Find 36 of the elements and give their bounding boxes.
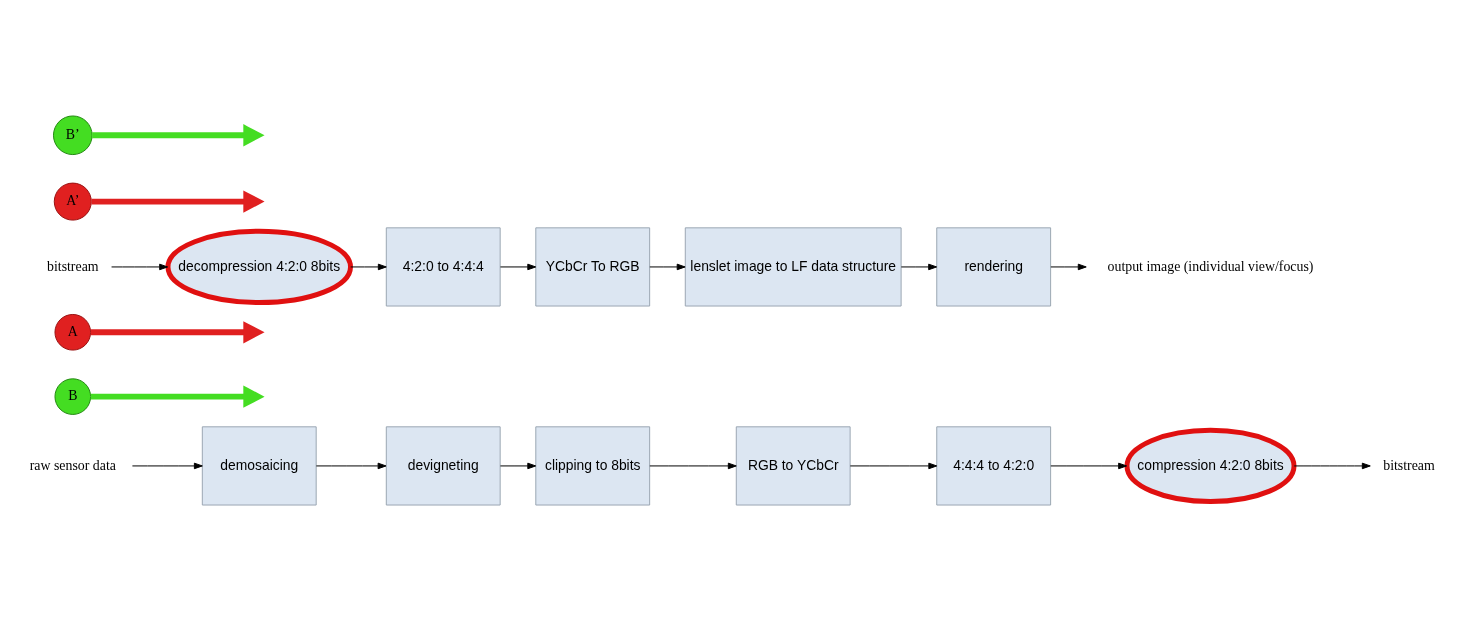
node-text: raw sensor data <box>29 457 116 473</box>
node-box: clipping to 8bits <box>535 426 651 506</box>
node-box: devigneting <box>385 426 501 506</box>
node-box: RGB to YCbCr <box>735 426 851 506</box>
arrow <box>499 263 537 271</box>
node-circle: B <box>54 378 92 415</box>
arrow <box>92 124 265 147</box>
node-circle: B’ <box>53 115 93 156</box>
node-box: demosaicing <box>201 426 317 506</box>
arrow <box>111 263 169 271</box>
node-text: output image (individual view/focus) <box>1107 258 1314 274</box>
node-text: bitstream <box>47 258 99 274</box>
node-box: 4:2:0 to 4:4:4 <box>385 227 501 307</box>
node-box: YCbCr To RGB <box>535 227 651 307</box>
node-ellipse: compression 4:2:0 8bits <box>1124 427 1297 505</box>
node-text: bitstream <box>1383 457 1435 473</box>
arrow <box>499 462 537 470</box>
node-circle: A <box>54 313 92 351</box>
arrow <box>315 462 387 470</box>
node-circle: A’ <box>53 182 92 221</box>
arrow <box>900 263 938 271</box>
arrow <box>90 385 265 408</box>
arrow <box>350 263 387 271</box>
node-box: rendering <box>936 227 1052 307</box>
arrow <box>649 263 686 271</box>
arrow <box>1293 462 1371 470</box>
node-box: lenslet image to LF data structure <box>684 227 902 307</box>
arrow <box>91 190 265 213</box>
arrow <box>849 462 938 470</box>
node-ellipse: decompression 4:2:0 8bits <box>165 228 353 306</box>
arrow <box>1050 263 1087 271</box>
arrow <box>1050 462 1128 470</box>
arrow <box>90 321 265 344</box>
node-box: 4:4:4 to 4:2:0 <box>936 426 1052 506</box>
arrow <box>131 462 203 470</box>
arrow <box>649 462 737 470</box>
